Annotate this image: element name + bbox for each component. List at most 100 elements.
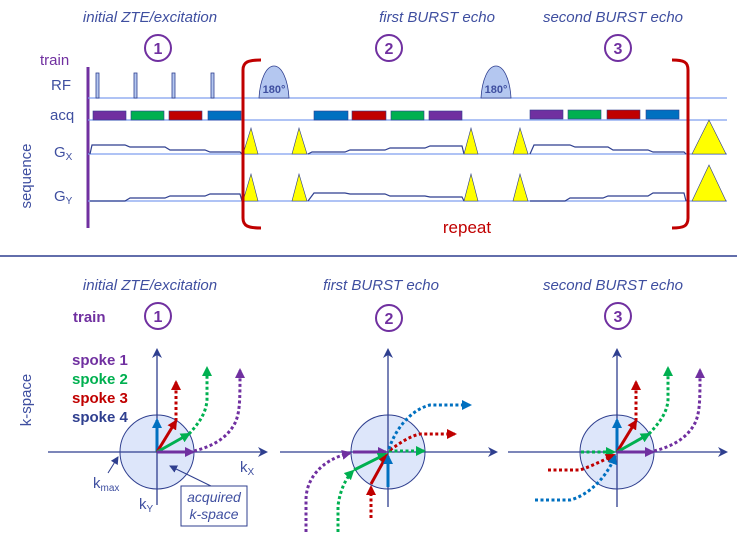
- gradient-lobe: [512, 172, 529, 202]
- acq-block-spoke3: [168, 110, 203, 121]
- phase-number-text: 1: [154, 41, 163, 58]
- phase-number-2: 2: [375, 34, 403, 62]
- acq-blocks-phase-3: [529, 109, 680, 120]
- acq-block-spoke4: [313, 110, 349, 121]
- spoke2-incoming-path: [336, 469, 355, 532]
- rf-hard-pulses: [95, 72, 215, 99]
- legend-spoke-4: spoke 4: [72, 409, 129, 426]
- rf-hard-pulse: [95, 72, 100, 99]
- number-circle: [375, 34, 403, 62]
- kmax-label: kmax: [93, 475, 119, 494]
- kspace-number-text: 3: [614, 309, 623, 326]
- spoke3-outgoing-path: [389, 429, 457, 452]
- sequence-side-label: sequence: [18, 143, 35, 208]
- kmax-pointer: [107, 456, 119, 474]
- acq-block-spoke2: [130, 110, 165, 121]
- refocus-pulse-label: 180°: [485, 84, 508, 96]
- spoke1-outgoing-path: [653, 368, 705, 453]
- row-label-rf: RF: [51, 77, 71, 94]
- gradient-lobe: [291, 172, 308, 202]
- gx-waveform-phase-3: [529, 144, 687, 155]
- kspace-side-label: k-space: [18, 374, 35, 427]
- row-label-acq: acq: [50, 107, 74, 124]
- acq-block-spoke2: [567, 109, 602, 120]
- spoke2-vector: [156, 432, 191, 454]
- gradient-lobe: [242, 126, 259, 155]
- rf-hard-pulse: [210, 72, 215, 99]
- legend-spoke-1: spoke 1: [72, 352, 128, 369]
- phase-title-2: first BURST echo: [379, 9, 495, 26]
- kspace-panel-2: [280, 348, 498, 532]
- spoke3-vector: [615, 419, 638, 453]
- phase-title-1: initial ZTE/excitation: [83, 9, 217, 26]
- spoke2-outgoing-path: [647, 366, 673, 436]
- phase-number-text: 3: [614, 41, 623, 58]
- kspace-number-text: 2: [385, 311, 394, 328]
- acq-block-spoke1: [428, 110, 463, 121]
- legend-spoke-2: spoke 2: [72, 371, 128, 388]
- spoke1-incoming-path: [304, 449, 352, 532]
- gradient-lobe: [291, 126, 308, 155]
- repeat-label: repeat: [443, 218, 491, 237]
- gy-waveform-phase-3: [530, 192, 687, 202]
- phase-number-3: 3: [604, 34, 632, 62]
- rf-hard-pulse: [133, 72, 138, 99]
- row-label-gy: GY: [54, 188, 73, 207]
- gx-lobes: [242, 119, 727, 155]
- gx-waveform-phase-2: [307, 145, 465, 155]
- acq-block-spoke3: [606, 109, 641, 120]
- rf-hard-pulse: [171, 72, 176, 99]
- number-circle: [144, 34, 172, 62]
- gy-waveform-phase-1: [90, 193, 243, 202]
- kspace-number-text: 1: [154, 309, 163, 326]
- gradient-lobe-large: [691, 164, 727, 202]
- acq-block-spoke4: [207, 110, 242, 121]
- kspace-train-label: train: [73, 309, 106, 326]
- refocus-pulse-2: 180°: [480, 65, 512, 99]
- row-label-gx: GX: [54, 144, 73, 163]
- phase-number-1: 1: [144, 34, 172, 62]
- spoke4-incoming-path: [535, 454, 617, 502]
- spoke2-path: [187, 366, 212, 436]
- spoke1-path: [193, 368, 245, 453]
- refocus-pulse-label: 180°: [263, 84, 286, 96]
- acq-block-spoke1: [529, 109, 564, 120]
- gx-waveform-phase-1: [89, 144, 243, 155]
- acq-block-spoke1: [92, 110, 127, 121]
- kspace-title-1: initial ZTE/excitation: [83, 277, 217, 294]
- gy-lobes: [242, 164, 727, 202]
- acq-blocks-phase-1: [92, 110, 242, 121]
- kspace-section: initial ZTE/excitation first BURST echo …: [18, 277, 728, 532]
- kspace-number-3: 3: [604, 302, 632, 330]
- kspace-number-1: 1: [144, 302, 172, 330]
- phase-number-text: 2: [385, 41, 394, 58]
- refocus-pulse-shape: [258, 65, 290, 99]
- acquired-kspace-pointer: [169, 465, 214, 488]
- repeat-bracket-right: [671, 58, 690, 230]
- kspace-panel-3: [508, 348, 728, 507]
- repeat-bracket-left: [241, 58, 262, 230]
- spoke2-vector: [616, 432, 651, 454]
- phase-title-3: second BURST echo: [543, 9, 683, 26]
- gradient-lobe: [463, 126, 479, 155]
- refocus-pulse-1: 180°: [258, 65, 290, 99]
- acq-block-spoke3: [351, 110, 387, 121]
- refocus-pulse-shape: [480, 65, 512, 99]
- row-label-train: train: [40, 52, 69, 69]
- gradient-lobe: [512, 126, 529, 155]
- acq-block-spoke4: [645, 109, 680, 120]
- number-circle: [604, 302, 632, 330]
- number-circle: [604, 34, 632, 62]
- kspace-panel-1: kX kY kmax acquired k-space: [48, 348, 268, 527]
- spoke4-outgoing-path: [387, 400, 472, 450]
- acq-block-spoke2: [390, 110, 425, 121]
- acq-blocks-phase-2: [313, 110, 463, 121]
- kspace-number-2: 2: [375, 304, 403, 332]
- acquired-kspace-line1: acquired: [187, 489, 242, 505]
- number-circle: [144, 302, 172, 330]
- gradient-lobe-large: [691, 119, 727, 155]
- kspace-title-3: second BURST echo: [543, 277, 683, 294]
- gy-waveform-phase-2: [307, 192, 465, 202]
- kspace-title-2: first BURST echo: [323, 277, 439, 294]
